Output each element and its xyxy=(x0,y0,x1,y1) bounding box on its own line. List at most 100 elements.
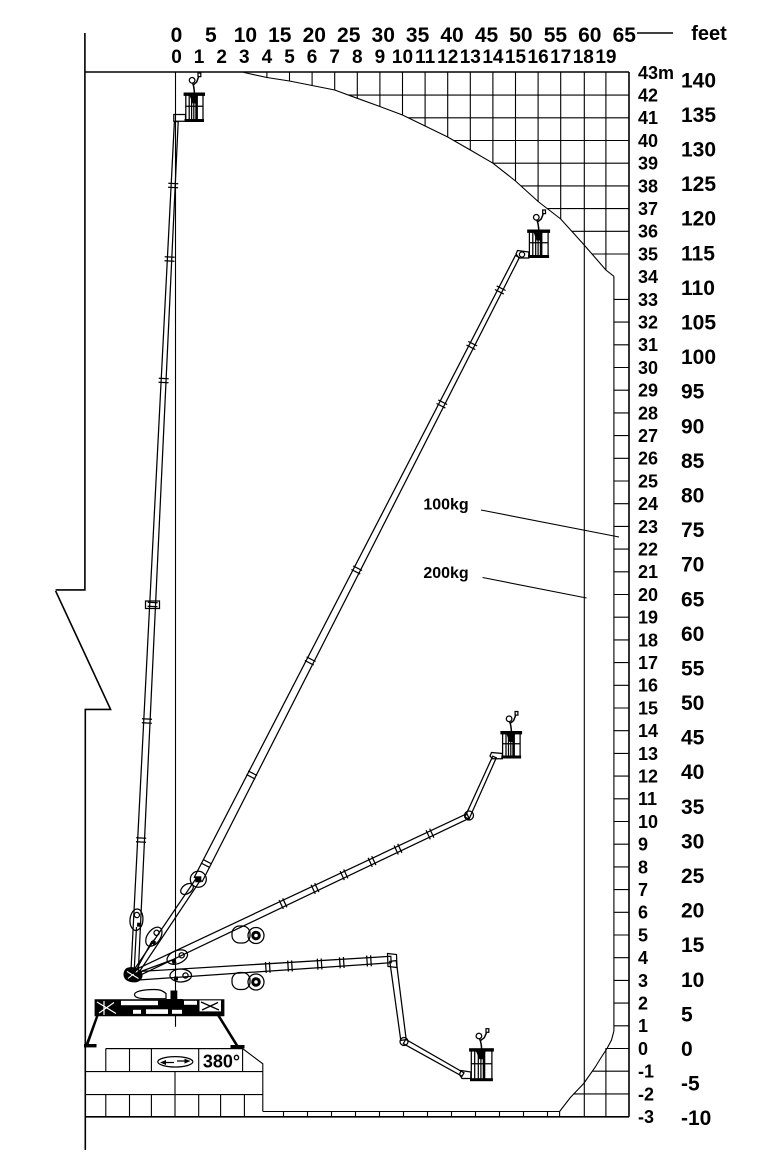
svg-text:65: 65 xyxy=(613,24,637,47)
svg-text:1: 1 xyxy=(194,47,205,68)
svg-text:19: 19 xyxy=(638,608,658,628)
svg-text:20: 20 xyxy=(681,900,704,923)
svg-text:37: 37 xyxy=(638,199,658,219)
svg-text:0: 0 xyxy=(681,1038,693,1061)
svg-text:4: 4 xyxy=(638,948,648,968)
svg-text:10: 10 xyxy=(638,812,658,832)
svg-text:8: 8 xyxy=(638,857,648,877)
svg-text:14: 14 xyxy=(482,47,504,68)
svg-text:6: 6 xyxy=(307,47,318,68)
svg-text:25: 25 xyxy=(638,471,658,491)
svg-text:36: 36 xyxy=(638,222,658,242)
svg-text:50: 50 xyxy=(681,692,704,715)
svg-text:0: 0 xyxy=(638,1039,648,1059)
svg-text:60: 60 xyxy=(578,24,601,47)
svg-text:7: 7 xyxy=(329,47,340,68)
svg-text:70: 70 xyxy=(681,554,704,577)
svg-text:20: 20 xyxy=(638,585,658,605)
svg-text:10: 10 xyxy=(234,24,257,47)
svg-text:12: 12 xyxy=(437,47,458,68)
svg-text:40: 40 xyxy=(440,24,463,47)
svg-text:40: 40 xyxy=(638,131,658,151)
svg-text:33: 33 xyxy=(638,290,658,310)
svg-text:16: 16 xyxy=(638,676,658,696)
svg-text:115: 115 xyxy=(681,242,715,265)
svg-text:42: 42 xyxy=(638,86,658,106)
svg-text:41: 41 xyxy=(638,108,658,128)
svg-text:26: 26 xyxy=(638,449,658,469)
svg-text:35: 35 xyxy=(681,796,705,819)
svg-text:19: 19 xyxy=(595,47,616,68)
svg-text:16: 16 xyxy=(528,47,549,68)
svg-text:2: 2 xyxy=(638,994,648,1014)
svg-text:43m: 43m xyxy=(638,63,674,83)
svg-text:1: 1 xyxy=(638,1016,648,1036)
svg-text:15: 15 xyxy=(268,24,292,47)
svg-text:27: 27 xyxy=(638,426,658,446)
svg-text:13: 13 xyxy=(460,47,481,68)
svg-text:29: 29 xyxy=(638,381,658,401)
svg-text:6: 6 xyxy=(638,903,648,923)
svg-text:55: 55 xyxy=(544,24,568,47)
svg-text:4: 4 xyxy=(262,47,273,68)
svg-text:11: 11 xyxy=(415,47,436,68)
svg-text:31: 31 xyxy=(638,335,658,355)
svg-text:60: 60 xyxy=(681,623,704,646)
svg-text:130: 130 xyxy=(681,139,716,162)
svg-text:21: 21 xyxy=(638,562,658,582)
svg-text:45: 45 xyxy=(681,727,705,750)
svg-text:110: 110 xyxy=(681,277,715,300)
svg-text:35: 35 xyxy=(638,244,658,264)
svg-text:135: 135 xyxy=(681,104,716,127)
svg-text:100: 100 xyxy=(681,346,716,369)
svg-text:85: 85 xyxy=(681,450,705,473)
svg-text:80: 80 xyxy=(681,485,704,508)
svg-text:105: 105 xyxy=(681,312,716,335)
svg-text:200kg: 200kg xyxy=(423,565,468,582)
svg-text:5: 5 xyxy=(205,24,217,47)
svg-text:20: 20 xyxy=(303,24,326,47)
svg-text:5: 5 xyxy=(284,47,295,68)
svg-text:5: 5 xyxy=(681,1003,693,1026)
svg-text:45: 45 xyxy=(475,24,499,47)
svg-text:0: 0 xyxy=(171,47,182,68)
svg-text:55: 55 xyxy=(681,658,705,681)
svg-text:10: 10 xyxy=(681,969,704,992)
svg-text:-5: -5 xyxy=(681,1073,700,1096)
svg-text:3: 3 xyxy=(239,47,250,68)
svg-text:15: 15 xyxy=(681,934,705,957)
svg-text:38: 38 xyxy=(638,176,658,196)
svg-text:65: 65 xyxy=(681,588,705,611)
svg-text:8: 8 xyxy=(352,47,363,68)
svg-text:140: 140 xyxy=(681,69,716,92)
svg-text:120: 120 xyxy=(681,208,716,231)
svg-text:-2: -2 xyxy=(638,1084,654,1104)
svg-text:125: 125 xyxy=(681,173,716,196)
svg-text:15: 15 xyxy=(638,698,658,718)
svg-text:-10: -10 xyxy=(681,1107,711,1130)
svg-text:7: 7 xyxy=(638,880,648,900)
svg-text:17: 17 xyxy=(550,47,571,68)
svg-text:15: 15 xyxy=(505,47,527,68)
svg-text:10: 10 xyxy=(392,47,413,68)
svg-text:14: 14 xyxy=(638,721,658,741)
svg-text:25: 25 xyxy=(681,865,705,888)
svg-text:30: 30 xyxy=(372,24,395,47)
svg-text:17: 17 xyxy=(638,653,658,673)
svg-text:30: 30 xyxy=(638,358,658,378)
svg-text:23: 23 xyxy=(638,517,658,537)
svg-text:11: 11 xyxy=(638,789,657,809)
svg-text:0: 0 xyxy=(171,24,183,47)
svg-text:30: 30 xyxy=(681,830,704,853)
svg-text:40: 40 xyxy=(681,761,704,784)
svg-text:12: 12 xyxy=(638,767,658,787)
svg-text:2: 2 xyxy=(216,47,227,68)
svg-text:90: 90 xyxy=(681,415,704,438)
svg-text:25: 25 xyxy=(337,24,361,47)
svg-text:24: 24 xyxy=(638,494,658,514)
svg-text:feet: feet xyxy=(691,23,727,45)
svg-text:28: 28 xyxy=(638,403,658,423)
svg-text:35: 35 xyxy=(406,24,430,47)
svg-text:380°: 380° xyxy=(203,1052,240,1072)
svg-text:75: 75 xyxy=(681,519,705,542)
